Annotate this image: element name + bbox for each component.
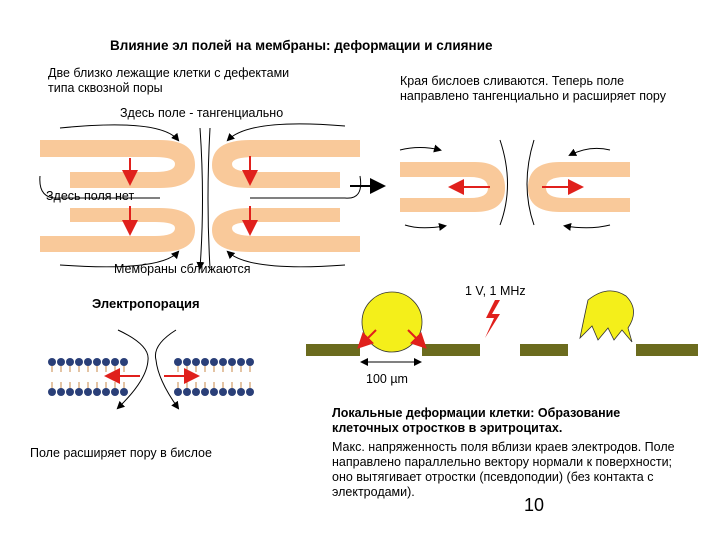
lipid-bilayer-diagram [48,358,254,396]
field-line [399,144,442,153]
merged-bilayer-diagram [399,139,630,231]
electrode-diagram [306,290,698,366]
lipid-head [219,388,227,396]
electroporation-label: Электропорация [92,296,200,311]
lipid-head [120,388,128,396]
lipid-head [183,358,191,366]
field-line [59,124,180,142]
lipid-head [228,358,236,366]
lipid-head [192,358,200,366]
field-line [207,127,211,269]
no-field-label: Здесь поля нет [46,189,135,203]
merged-membrane-right [528,162,630,212]
field-line [568,147,611,156]
lipid-head [237,388,245,396]
electrode [636,344,698,356]
bilayer-merge-caption: Края бислоев сливаются. Теперь поле напр… [400,74,666,103]
lipid-head [111,358,119,366]
page-title: Влияние эл полей на мембраны: деформации… [110,38,493,53]
lipid-head [93,388,101,396]
scale-label: 100 µm [366,372,408,386]
cell [361,291,423,353]
lipid-head [75,388,83,396]
electrode [422,344,480,356]
field-line [226,250,346,268]
electrode [306,344,360,356]
lipid-head [246,358,254,366]
local-deformation-body: Макс. напряженность поля вблизи краев эл… [332,440,675,499]
lipid-head [48,388,56,396]
voltage-label: 1 V, 1 MHz [465,284,526,298]
membrane-upper-right [212,140,360,188]
lipid-head [237,358,245,366]
lipid-head [201,358,209,366]
lipid-head [102,388,110,396]
membrane-upper-left [40,140,195,188]
field-arrow [407,329,427,349]
field-line [499,139,508,226]
lipid-head [174,358,182,366]
field-line [404,222,447,231]
lipid-head [66,388,74,396]
lipid-head [228,388,236,396]
field-arrow [357,329,377,349]
lipid-head [102,358,110,366]
field-line [563,222,611,231]
pore-defect-diagram [39,123,362,270]
lipid-head [93,358,101,366]
lipid-head [57,358,65,366]
lipid-head [192,388,200,396]
lipid-head [84,358,92,366]
field-line [116,329,149,410]
membrane-lower-left [40,208,195,252]
field-line [226,123,346,142]
lipid-head [183,388,191,396]
field-line [526,139,535,226]
lipid-head [75,358,83,366]
lipid-head [219,358,227,366]
tangential-field-label: Здесь поле - тангенциально [120,106,284,120]
membrane-lower-right [212,208,360,252]
deformed-cell [579,290,634,343]
lipid-head [111,388,119,396]
electrode [520,344,568,356]
lipid-head [201,388,209,396]
field-line [39,175,160,199]
field-line [250,175,362,199]
pore-caption: Поле расширяет пору в бислое [30,446,212,460]
lipid-head [246,388,254,396]
lipid-head [57,388,65,396]
local-deformation-title: Локальные деформации клетки: Образование… [332,406,621,435]
bilayer-field [104,329,200,410]
field-line [196,127,205,270]
lipid-head [120,358,128,366]
page-number: 10 [524,495,545,515]
lipid-head [174,388,182,396]
lipid-head [210,358,218,366]
lipid-head [48,358,56,366]
two-cells-caption: Две близко лежащие клетки с дефектами ти… [48,66,290,95]
lightning-icon [485,300,500,338]
merged-membrane-left [400,162,505,212]
membranes-approach-label: Мембраны сближаются [114,262,251,276]
lipid-head [210,388,218,396]
field-line [154,329,180,410]
field-line [59,250,180,268]
lipid-head [84,388,92,396]
lipid-head [66,358,74,366]
